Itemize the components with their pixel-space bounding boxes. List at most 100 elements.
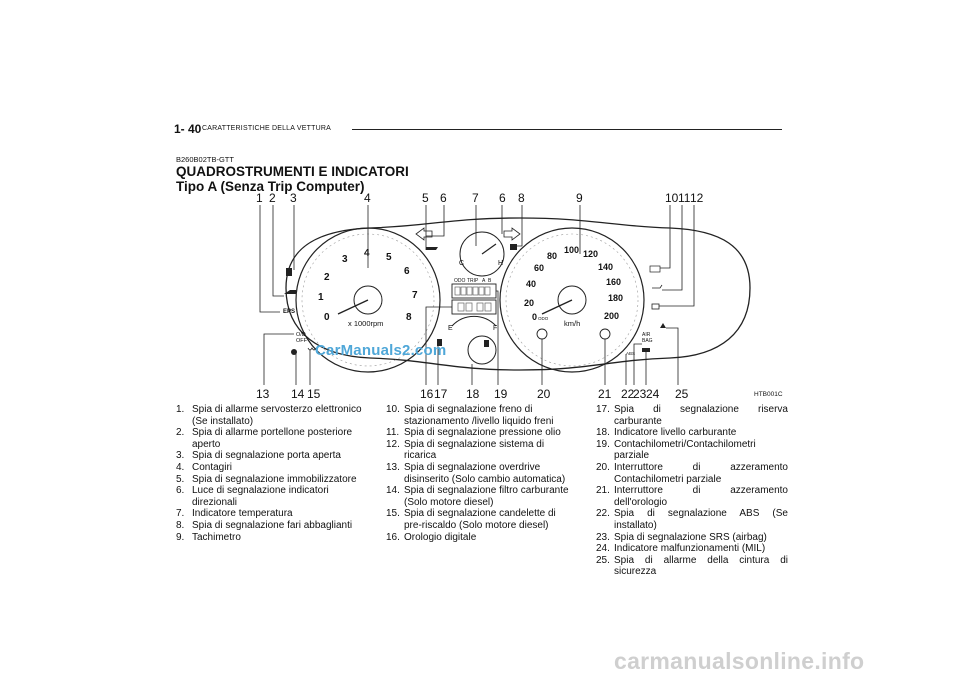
section-title: CARATTERISTICHE DELLA VETTURA <box>202 125 331 132</box>
title-line-2: Tipo A (Senza Trip Computer) <box>176 179 365 194</box>
battery-icon <box>651 303 660 310</box>
speed-140: 140 <box>598 262 613 272</box>
speed-160: 160 <box>606 277 621 287</box>
legend-column-3: 17.Spia di segnalazione riserva carburan… <box>596 404 788 578</box>
abs-label: ABS <box>626 351 635 356</box>
callout-16: 16 <box>420 387 434 401</box>
eps-label: EPS <box>283 309 295 315</box>
legend-item: 11.Spia di segnalazione pressione olio <box>386 427 561 439</box>
speed-odo: ODO <box>538 316 549 321</box>
legend-item: 17.Spia di segnalazione riserva carburan… <box>596 404 788 427</box>
trip-reset-button <box>536 328 548 340</box>
turn-left-icon <box>415 227 433 241</box>
legend-item: 6.Luce di segnalazione indicatori direzi… <box>176 485 329 508</box>
door-open-icon <box>286 268 292 276</box>
legend-column-2: 10.Spia di segnalazione freno di stazion… <box>386 404 576 543</box>
callout-12: 12 <box>690 191 704 205</box>
callouts-top: 1 2 3 4 5 6 7 6 8 9 10 11 12 <box>256 191 704 205</box>
tach-7: 7 <box>412 290 418 301</box>
callout-7: 7 <box>472 191 479 205</box>
high-beam-icon <box>510 244 517 250</box>
legend-item: 25.Spia di allarme della cintura di sicu… <box>596 554 788 578</box>
legend-item: 1.Spia di allarme servosterzo elettronic… <box>176 404 362 427</box>
callout-6a: 6 <box>440 191 447 205</box>
speedometer: 0 20 40 60 80 100 120 140 160 180 200 km… <box>499 227 666 373</box>
lcd-odo: ODO <box>454 278 466 284</box>
temp-hot: H <box>498 260 503 267</box>
tach-8: 8 <box>406 312 412 323</box>
clock-reset-button <box>599 328 611 340</box>
callout-18: 18 <box>466 387 480 401</box>
title-line-1: QUADROSTRUMENTI E INDICATORI <box>176 164 409 179</box>
figure-code: HTB001C <box>754 391 783 398</box>
callout-23: 23 <box>633 387 647 401</box>
legend-item: 8.Spia di segnalazione fari abbaglianti <box>176 519 353 531</box>
callout-22: 22 <box>621 387 635 401</box>
legend-item: 13.Spia di segnalazione overdrive disins… <box>386 461 566 485</box>
callouts-bottom: 13 14 15 16 17 18 19 20 21 22 23 24 25 <box>256 387 689 401</box>
engine-check-icon <box>642 348 650 352</box>
speed-80: 80 <box>547 251 557 261</box>
turn-right-icon <box>503 227 521 241</box>
tach-6: 6 <box>404 266 410 277</box>
callout-19: 19 <box>494 387 508 401</box>
callout-4: 4 <box>364 191 371 205</box>
oil-pressure-icon <box>652 284 663 289</box>
lcd-trip: TRIP <box>467 278 479 284</box>
legend-item: 18.Indicatore livello carburante <box>596 427 737 439</box>
callout-11: 11 <box>678 191 691 205</box>
speed-unit: km/h <box>564 319 580 328</box>
legend-item: 4.Contagiri <box>176 461 233 473</box>
legend-item: 22.Spia di segnalazione ABS (Se installa… <box>596 508 788 531</box>
fuel-full: F <box>493 325 497 332</box>
callout-1: 1 <box>256 191 263 205</box>
tach-5: 5 <box>386 252 392 263</box>
callout-2: 2 <box>269 191 276 205</box>
fuel-gauge: E F <box>437 315 497 365</box>
lcd-a: A <box>482 278 486 284</box>
fuel-level-icon <box>484 340 489 347</box>
tach-2: 2 <box>324 272 330 283</box>
legend-item: 24.Indicatore malfunzionamenti (MIL) <box>596 543 766 555</box>
legend-item: 2.Spia di allarme portellone posteriore … <box>176 427 353 450</box>
callout-8: 8 <box>518 191 525 205</box>
callout-21: 21 <box>598 387 612 401</box>
callout-24: 24 <box>646 387 660 401</box>
section-code: B260B02TB-GTT <box>176 155 234 164</box>
watermark: CarManuals2.com <box>315 342 447 359</box>
immobilizer-icon <box>426 247 438 250</box>
leader-lines <box>259 205 695 385</box>
fuel-reserve-icon <box>437 339 442 346</box>
speed-60: 60 <box>534 263 544 273</box>
speed-40: 40 <box>526 279 536 289</box>
callout-9: 9 <box>576 191 583 205</box>
legend-item: 23.Spia di segnalazione SRS (airbag) <box>596 531 767 543</box>
tach-unit: x 1000rpm <box>348 319 383 328</box>
cluster-housing <box>285 217 751 371</box>
callout-10: 10 <box>665 191 679 205</box>
legend-item: 9.Tachimetro <box>176 531 241 543</box>
callout-3: 3 <box>290 191 297 205</box>
callout-6b: 6 <box>499 191 506 205</box>
off-label: OFF <box>296 338 308 344</box>
tach-0: 0 <box>324 312 330 323</box>
legend-item: 3.Spia di segnalazione porta aperta <box>176 450 341 462</box>
callout-5: 5 <box>422 191 429 205</box>
legend-item: 14.Spia di segnalazione filtro carburant… <box>386 485 569 508</box>
tach-1: 1 <box>318 292 324 303</box>
lcd-display: ODO TRIP A B <box>451 278 497 315</box>
airbag-label-2: BAG <box>642 338 653 344</box>
speed-180: 180 <box>608 293 623 303</box>
seatbelt-icon <box>660 323 666 328</box>
airbag-label-1: AIR <box>642 332 651 338</box>
footer-watermark: carmanualsonline.info <box>614 648 865 674</box>
speed-200: 200 <box>604 311 619 321</box>
speed-20: 20 <box>524 298 534 308</box>
legend-item: 21.Interruttore di azzeramento dell'orol… <box>596 485 788 508</box>
legend-item: 16.Orologio digitale <box>386 531 477 543</box>
legend-item: 5.Spia di segnalazione immobilizzatore <box>176 473 357 485</box>
legend-item: 7.Indicatore temperatura <box>176 508 293 520</box>
temperature-gauge: C H <box>415 227 521 277</box>
od-label: O/D <box>296 332 306 338</box>
legend-item: 19.Contachilometri/Contachilometri parzi… <box>596 438 756 462</box>
